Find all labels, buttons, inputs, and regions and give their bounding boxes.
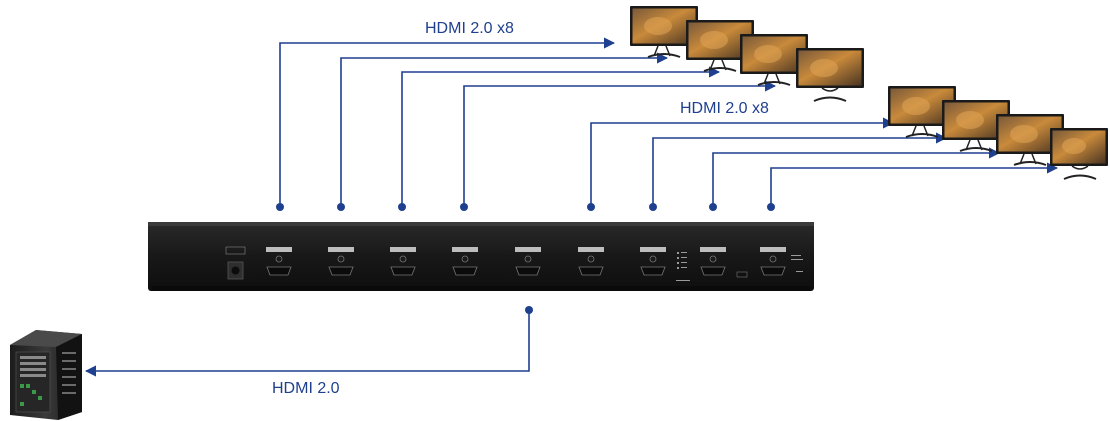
hdmi-port [452, 247, 478, 276]
port-dot-3 [398, 203, 406, 211]
display-group-a [630, 6, 864, 102]
monitor-icon [1050, 128, 1108, 180]
output-line-6 [652, 132, 948, 206]
port-dot-7 [709, 203, 717, 211]
top-group-label: HDMI 2.0 x8 [425, 20, 514, 37]
port-dot-6 [649, 203, 657, 211]
hdmi-port-input [515, 247, 541, 276]
hdmi-port [266, 247, 292, 276]
port-dot-5 [587, 203, 595, 211]
status-marks [791, 255, 803, 272]
output-line-5 [590, 117, 895, 206]
monitor-icon [740, 34, 808, 86]
computer-tower-icon [10, 330, 82, 420]
monitor-icon [686, 20, 754, 72]
hdmi-port [578, 247, 604, 276]
output-lines-group-b [590, 117, 1059, 206]
hdmi-port [700, 247, 726, 276]
output-lines-group-a [279, 37, 777, 206]
power-jack [225, 246, 246, 280]
hdmi-port [390, 247, 416, 276]
hdmi-port [640, 247, 666, 276]
output-line-8 [770, 162, 1059, 206]
input-label: HDMI 2.0 [272, 380, 340, 397]
dip-switch [676, 252, 690, 281]
port-dot-8 [767, 203, 775, 211]
output-line-7 [712, 147, 1001, 206]
input-line [84, 310, 530, 377]
monitor-icon [630, 6, 698, 58]
monitor-icon [796, 48, 864, 102]
hdmi-port [760, 247, 786, 276]
right-group-label: HDMI 2.0 x8 [680, 100, 769, 117]
output-line-1 [279, 37, 616, 206]
output-line-3 [401, 66, 721, 206]
output-line-2 [340, 52, 669, 206]
output-line-4 [463, 80, 777, 206]
display-group-b [888, 86, 1108, 180]
usb-port [736, 271, 748, 278]
hdmi-port [328, 247, 354, 276]
hdmi-splitter-device [148, 222, 814, 291]
port-dot-1 [276, 203, 284, 211]
port-dot-4 [460, 203, 468, 211]
port-dot-2 [337, 203, 345, 211]
